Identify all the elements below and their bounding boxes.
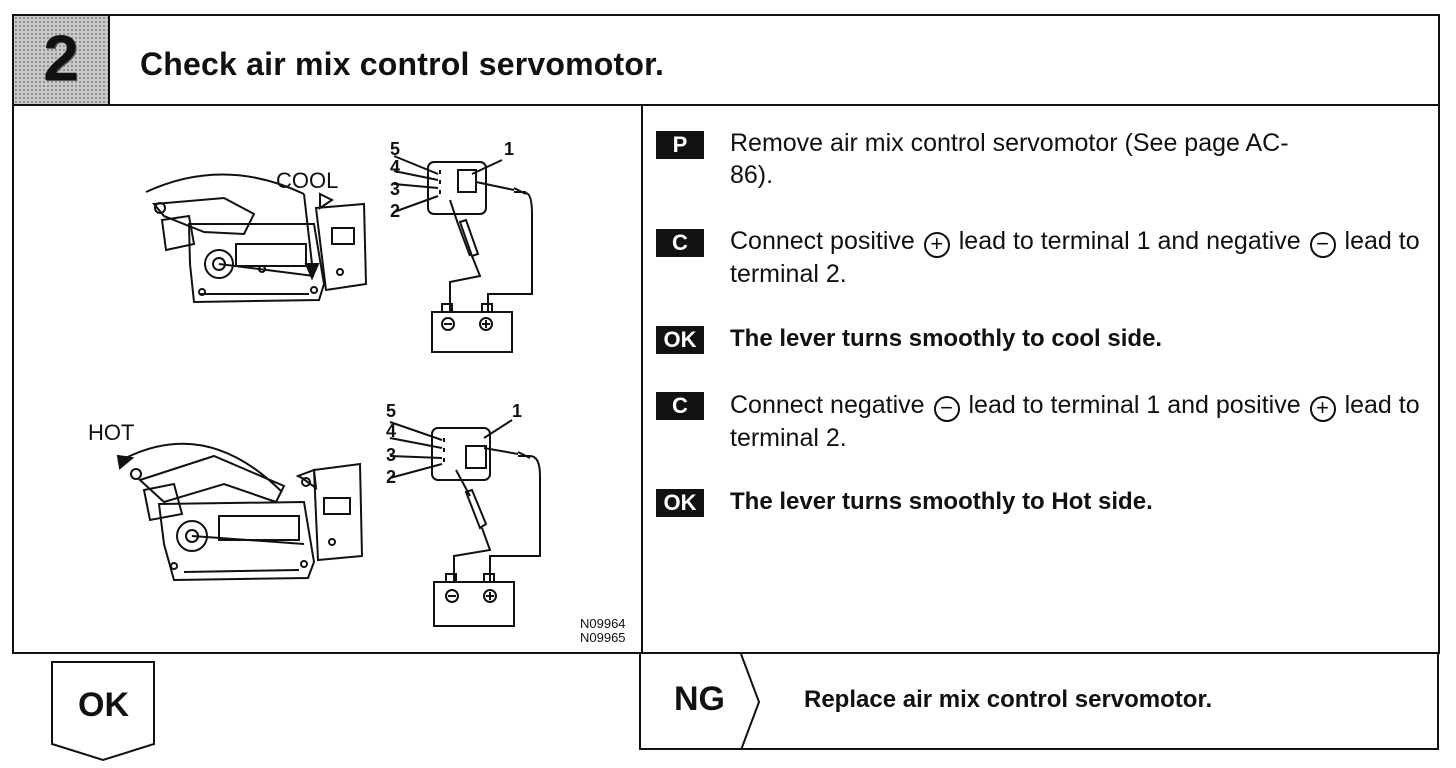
step-number: 2 — [43, 22, 79, 94]
ng-result-text: Replace air mix control servomotor. — [804, 686, 1213, 713]
plus-symbol-icon: + — [923, 232, 950, 258]
step-body: COOL HOT 5 4 3 2 1 5 4 3 2 1 N09964 N099… — [12, 104, 1440, 654]
procedure-badge: P — [656, 131, 704, 159]
instruction-text: Connect positive — [730, 227, 915, 255]
plus-symbol-icon: + — [1309, 396, 1336, 422]
instruction-text: lead to terminal 2. — [730, 391, 1420, 452]
instruction-connect-negative: Connect negative − lead to terminal 1 an… — [730, 389, 1430, 454]
instruction-result-cool: The lever turns smoothly to cool side. — [730, 325, 1163, 352]
step-title: Check air mix control servomotor. — [140, 46, 665, 82]
terminal-3-label: 3 — [386, 445, 397, 465]
ng-result-box — [639, 654, 1439, 750]
servomotor-figure: COOL HOT 5 4 3 2 1 5 4 3 2 1 N09964 N099… — [14, 104, 641, 652]
instruction-text: lead to terminal 2. — [730, 227, 1420, 288]
check-badge: C — [656, 392, 704, 420]
instruction-text: 86). — [730, 161, 774, 189]
ng-arrow-divider — [740, 654, 761, 750]
hot-wiring-diagram — [389, 419, 541, 627]
ok-result-label: OK — [78, 686, 129, 724]
cool-label: COOL — [276, 168, 339, 193]
cool-servomotor-drawing — [145, 173, 368, 304]
terminal-2-label: 2 — [390, 201, 401, 221]
terminal-5-label: 5 — [386, 401, 397, 421]
minus-symbol-icon: − — [933, 396, 960, 422]
figure-code: N09965 — [580, 630, 626, 645]
terminal-2-label: 2 — [386, 467, 397, 487]
ok-arrow-box — [51, 661, 155, 762]
terminal-4-label: 4 — [390, 157, 401, 177]
column-divider — [641, 104, 643, 652]
ok-badge: OK — [656, 326, 704, 354]
ng-result-label: NG — [674, 680, 725, 718]
ok-badge: OK — [656, 489, 704, 517]
instruction-text: lead to terminal 1 and negative — [958, 227, 1301, 255]
terminal-5-label: 5 — [390, 139, 401, 159]
terminal-4-label: 4 — [386, 421, 397, 441]
cool-wiring-diagram — [393, 155, 533, 353]
check-badge: C — [656, 229, 704, 257]
instruction-result-hot: The lever turns smoothly to Hot side. — [730, 488, 1153, 515]
step-number-box: 2 — [14, 16, 110, 104]
instruction-text: Connect negative — [730, 391, 925, 419]
terminal-1-label: 1 — [504, 139, 515, 159]
instruction-remove: Remove air mix control servomotor (See p… — [730, 127, 1430, 191]
servomotor-illustration — [116, 155, 541, 627]
hot-label: HOT — [88, 420, 135, 445]
step-header: 2 Check air mix control servomotor. — [12, 14, 1440, 106]
instruction-text: Remove air mix control servomotor (See p… — [730, 129, 1289, 157]
minus-symbol-icon: − — [1309, 232, 1336, 258]
instruction-connect-positive: Connect positive + lead to terminal 1 an… — [730, 225, 1430, 290]
terminal-3-label: 3 — [390, 179, 401, 199]
hot-servomotor-drawing — [116, 442, 364, 582]
instruction-text: lead to terminal 1 and positive — [968, 391, 1301, 419]
figure-code: N09964 — [580, 616, 626, 631]
terminal-1-label: 1 — [512, 401, 523, 421]
